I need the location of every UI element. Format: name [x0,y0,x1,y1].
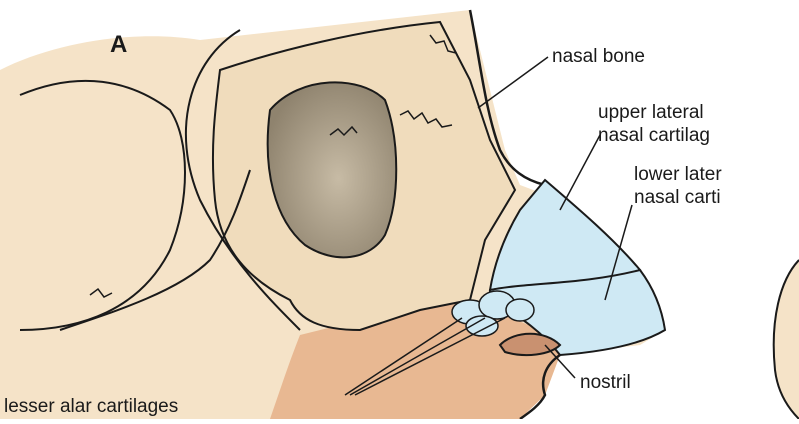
panel-letter: A [110,33,127,57]
label-nostril: nostril [580,373,631,392]
label-nasal-bone: nasal bone [552,47,645,66]
label-upper-lateral-line2: nasal cartilag [598,126,710,145]
label-lower-lateral-line2: nasal carti [634,188,721,207]
lesser-alar-cartilage [506,299,534,321]
label-upper-lateral-line1: upper lateral [598,103,704,122]
label-lesser-alar: lesser alar cartilages [4,397,178,416]
adjacent-panel-edge [774,260,799,419]
leader-line-nasal-bone [478,57,548,108]
label-lower-lateral-line1: lower later [634,165,722,184]
leader-line-upper-lateral [560,135,600,210]
